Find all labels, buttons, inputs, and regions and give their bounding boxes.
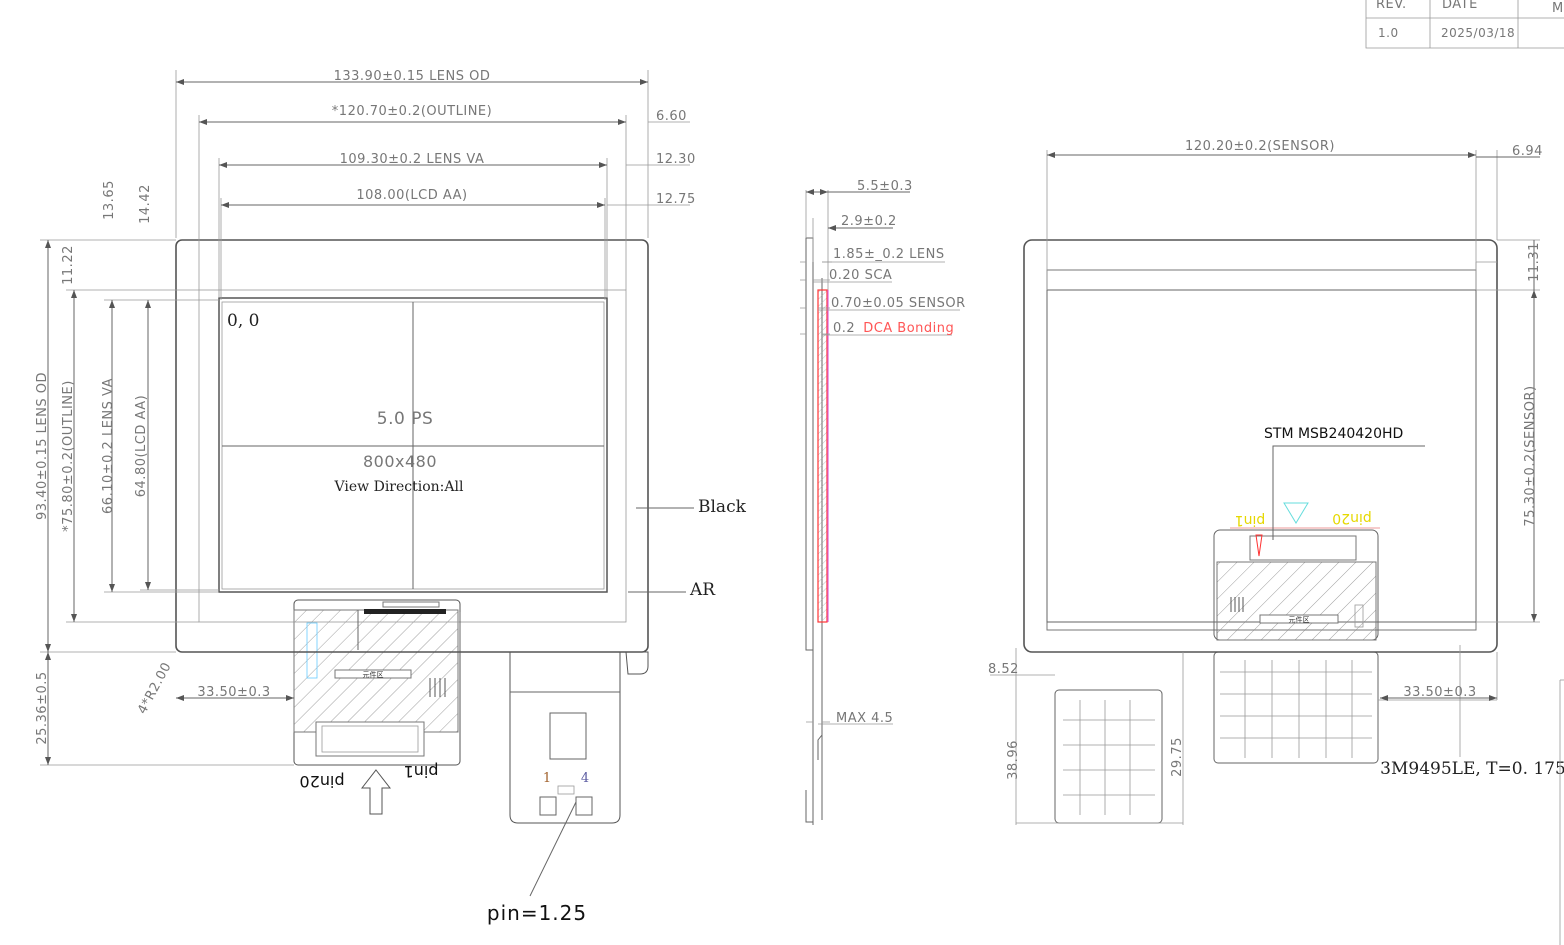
dim-tail-length: 25.36±0.5 xyxy=(35,671,50,744)
dim-6-94: 6.94 xyxy=(1512,144,1543,159)
title-block: REV. DATE M 1.0 2025/03/18 xyxy=(1365,0,1564,49)
dim-12-75: 12.75 xyxy=(656,192,696,207)
dca-bonding-label: DCA Bonding xyxy=(863,321,954,336)
resolution-label: 800x480 xyxy=(363,452,437,471)
dim-sensor-height: 75.30±0.2(SENSOR) xyxy=(1523,385,1538,526)
dim-lens-va-height: 66.10±0.2 LENS VA xyxy=(101,378,116,514)
insert-direction-arrow-icon xyxy=(360,769,392,815)
tail-pin-1: 1 xyxy=(543,771,551,786)
dim-outline-width: *120.70±0.2(OUTLINE) xyxy=(332,104,492,119)
dim-11-22: 11.22 xyxy=(61,245,76,285)
dim-8-52: 8.52 xyxy=(988,662,1019,677)
pin1-marker-icon xyxy=(1255,534,1263,557)
black-label: Black xyxy=(698,497,747,517)
back-view: 元件区 pin1 pin20 STM MSB240420HD 120.20±0.… xyxy=(988,139,1564,945)
dim-max-thickness: MAX 4.5 xyxy=(836,711,893,726)
back-frame xyxy=(1023,239,1498,653)
tail-pin-4: 4 xyxy=(581,771,589,786)
dim-12-30: 12.30 xyxy=(656,152,696,167)
dim-sca-thickness: 0.20 SCA xyxy=(829,268,892,283)
fpc-connector xyxy=(315,721,425,757)
dim-outline-height: *75.80±0.2(OUTLINE) xyxy=(61,380,76,532)
dim-lens-od-width: 133.90±0.15 LENS OD xyxy=(334,69,491,84)
dim-lens-va-width: 109.30±0.2 LENS VA xyxy=(340,152,485,167)
back-pin20-label: pin20 xyxy=(1332,510,1371,526)
back-component-area-label: 元件区 xyxy=(1289,615,1310,624)
lens-outline xyxy=(175,239,649,653)
panel-type-label: 5.0 PS xyxy=(377,409,433,429)
flex-grid-right xyxy=(1213,651,1379,764)
back-fpc-connector xyxy=(1249,535,1357,561)
dim-14-42: 14.42 xyxy=(138,184,153,224)
pin1-label: pin1 xyxy=(404,762,439,781)
ar-label: AR xyxy=(689,580,716,600)
dim-11-31: 11.31 xyxy=(1527,242,1542,282)
pin20-label: pin20 xyxy=(299,772,344,791)
module-outline xyxy=(198,289,627,623)
flex-grid-left xyxy=(1054,689,1163,824)
rev-value: 1.0 xyxy=(1378,26,1399,40)
tape-label: 3M9495LE, T=0. 175 xyxy=(1380,759,1564,779)
dim-lens-od-height: 93.40±0.15 LENS OD xyxy=(35,372,50,520)
dim-2-9: 2.9±0.2 xyxy=(841,214,897,229)
date-header: DATE xyxy=(1442,0,1478,12)
fpc-tail xyxy=(509,652,621,824)
dim-lens-thickness: 1.85±_0.2 LENS xyxy=(833,247,945,262)
front-view: 元件区 0, 0 5.0 PS 800x480 View Direction:A… xyxy=(35,69,747,925)
dca-bonding-layer xyxy=(817,289,828,623)
dim-sensor-thickness: 0.70±0.05 SENSOR xyxy=(831,296,966,311)
component-area-label: 元件区 xyxy=(363,670,384,679)
rev-header: REV. xyxy=(1376,0,1407,12)
dim-lcd-aa-height: 64.80(LCD AA) xyxy=(134,395,149,497)
ic-label: STM MSB240420HD xyxy=(1264,426,1403,442)
dim-corner-radius: 4*R2.00 xyxy=(135,660,175,717)
back-pin1-label: pin1 xyxy=(1235,512,1266,528)
orientation-triangle-icon xyxy=(1283,502,1309,524)
dim-13-65: 13.65 xyxy=(102,180,117,220)
lens-bar xyxy=(364,609,446,614)
dim-fpc-offset: 33.50±0.3 xyxy=(197,685,270,700)
view-direction-label: View Direction:All xyxy=(334,479,464,495)
pin-pitch-label: pin=1.25 xyxy=(487,901,587,925)
m-header: M xyxy=(1552,1,1564,16)
dim-sensor-width: 120.20±0.2(SENSOR) xyxy=(1185,139,1335,154)
dim-38-96: 38.96 xyxy=(1006,740,1021,780)
dim-29-75: 29.75 xyxy=(1170,737,1185,777)
date-value: 2025/03/18 xyxy=(1441,26,1515,40)
dim-total-thickness: 5.5±0.3 xyxy=(857,179,913,194)
dim-6-60: 6.60 xyxy=(656,109,687,124)
side-view: 5.5±0.3 2.9±0.2 1.85±_0.2 LENS 0.20 SCA … xyxy=(800,179,966,825)
origin-label: 0, 0 xyxy=(227,311,259,331)
dim-lcd-aa-width: 108.00(LCD AA) xyxy=(356,188,467,203)
flex-grid-left-cells xyxy=(1063,700,1155,815)
component-area-box xyxy=(334,669,412,679)
dim-back-fpc-offset: 33.50±0.3 xyxy=(1403,685,1476,700)
